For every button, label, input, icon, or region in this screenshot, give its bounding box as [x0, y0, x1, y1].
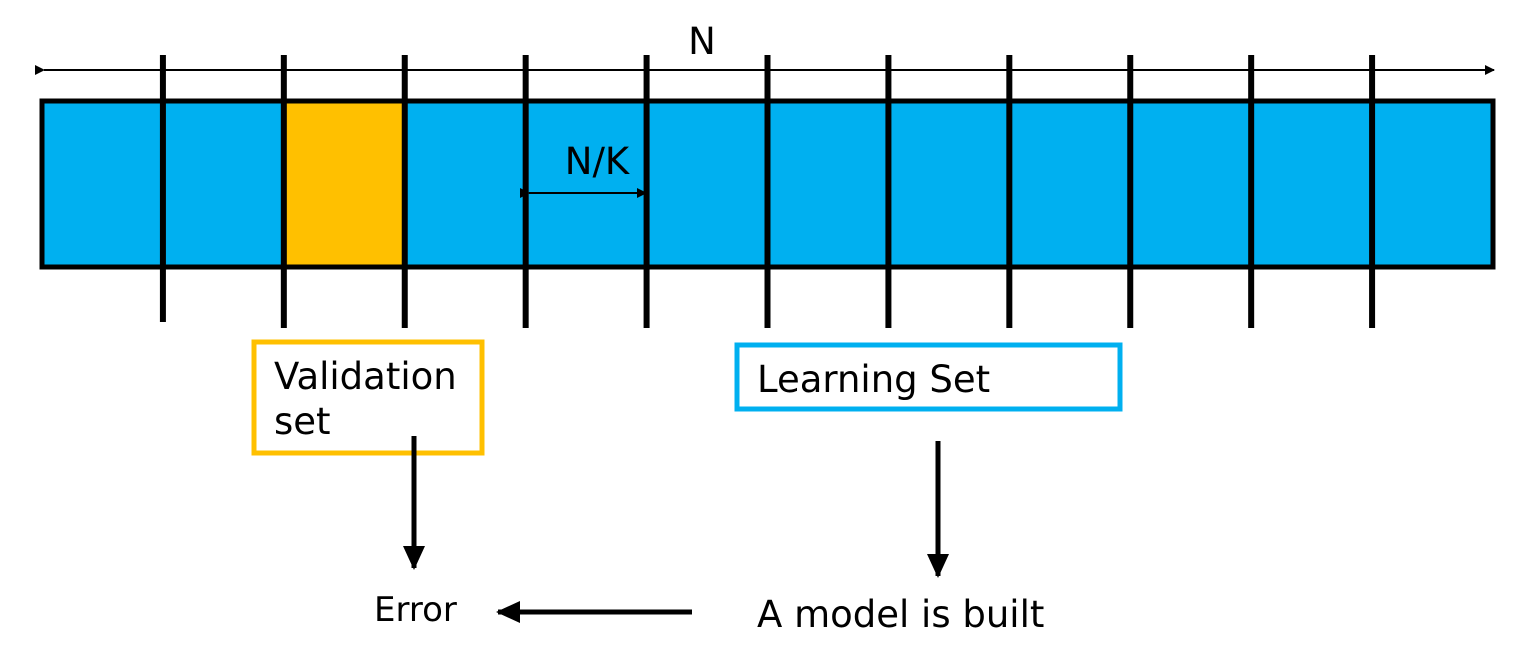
total-size-label: N [688, 20, 716, 63]
fold-dividers [159, 55, 1376, 328]
learning-fold [42, 101, 163, 267]
learning-fold [404, 101, 526, 267]
error-label: Error [374, 590, 457, 630]
learning-fold [1251, 101, 1373, 267]
learning-fold [1130, 101, 1252, 267]
learning-set-box [734, 342, 1123, 412]
learning-set-label: Learning Set [757, 358, 990, 401]
validation-set-label-line2: set [274, 400, 331, 443]
learning-fold [1009, 101, 1131, 267]
learning-fold [162, 101, 284, 267]
learning-fold [646, 101, 768, 267]
fold-segments [42, 101, 1493, 267]
learning-fold [888, 101, 1010, 267]
validation-fold [283, 101, 405, 267]
fold-size-label: N/K [565, 140, 631, 183]
learning-fold [767, 101, 889, 267]
learning-fold [525, 101, 647, 267]
learning-fold [1372, 101, 1493, 267]
model-built-label: A model is built [757, 593, 1044, 636]
validation-set-box [251, 339, 485, 456]
validation-set-label-line1: Validation [274, 355, 457, 398]
